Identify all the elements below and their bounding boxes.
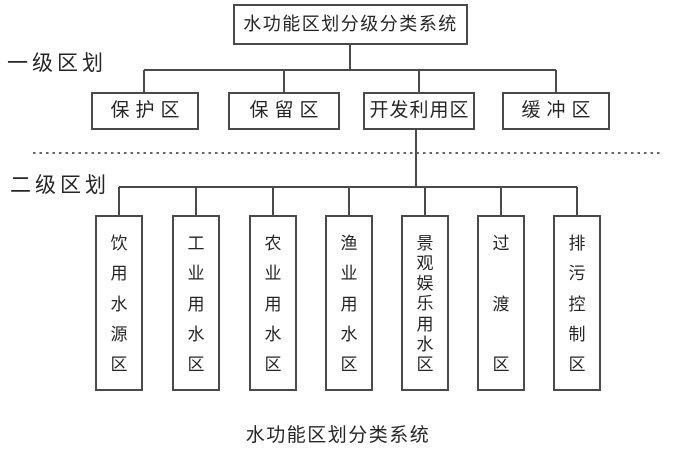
- zone-label: 开发利用区: [369, 100, 470, 121]
- root-node-box: 水功能区划分级分类系统: [233, 4, 468, 45]
- zone-label: 保护区: [110, 100, 186, 121]
- level1-connector-lines: [143, 45, 557, 92]
- level2-zone-box-industrial-water: 工业用水区: [172, 215, 220, 391]
- level2-row-label: 二级区划: [10, 173, 110, 197]
- zone-label: 保留区: [249, 100, 325, 121]
- level2-zone-box-agricultural-water: 农业用水区: [249, 215, 297, 391]
- zone-label: 排污控制区: [568, 234, 586, 374]
- zone-label: 农业用水区: [264, 234, 282, 374]
- root-node-label: 水功能区划分级分类系统: [243, 14, 458, 34]
- zone-label: 工业用水区: [187, 234, 205, 374]
- level1-zone-box-development: 开发利用区: [363, 92, 475, 130]
- level2-connector-lines: [118, 130, 578, 215]
- level1-zone-box-protection: 保护区: [91, 92, 199, 130]
- diagram-caption: 水功能区划分类系统: [245, 425, 431, 446]
- level2-zone-box-scenic-recreation-water: 景观娱乐用水区: [401, 215, 449, 391]
- zone-label: 缓冲区: [521, 100, 597, 121]
- level2-zone-box-transition: 过渡区: [477, 215, 525, 391]
- level2-zone-box-fishery-water: 渔业用水区: [325, 215, 373, 391]
- level1-row-label: 一级区划: [7, 51, 107, 75]
- level1-zone-box-buffer: 缓冲区: [502, 92, 610, 130]
- zone-label: 渔业用水区: [340, 234, 358, 374]
- level2-zone-box-sewage-control: 排污控制区: [553, 215, 601, 391]
- zone-label: 饮用水源区: [110, 234, 128, 374]
- zone-label: 景观娱乐用水区: [416, 234, 434, 374]
- zone-label: 过渡区: [492, 234, 510, 374]
- level2-zone-box-drinking-water: 饮用水源区: [95, 215, 143, 391]
- level1-zone-box-reserved: 保留区: [228, 92, 340, 130]
